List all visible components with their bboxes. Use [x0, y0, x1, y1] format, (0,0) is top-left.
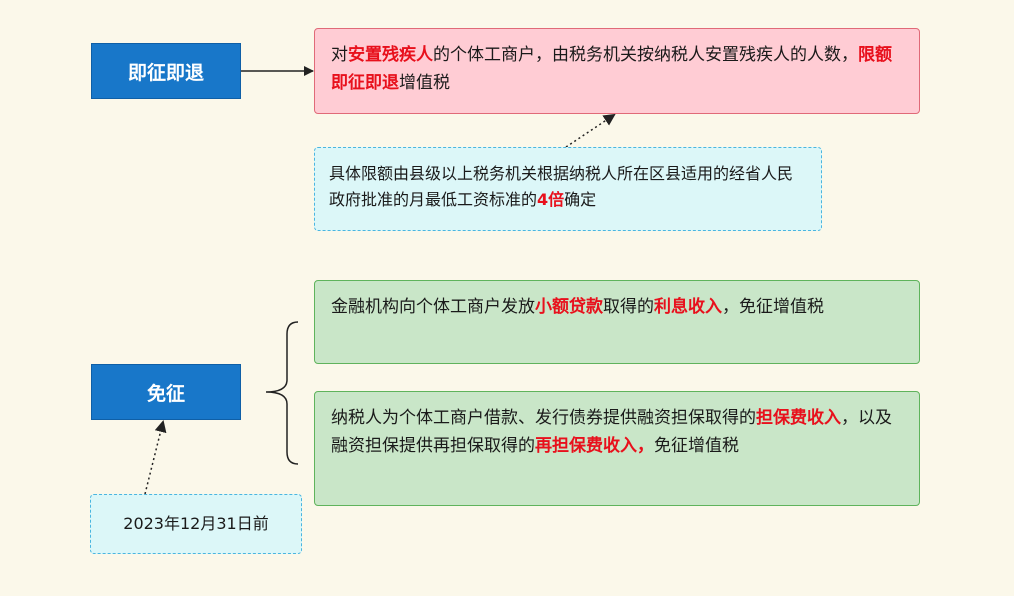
label-jizheng-jitui-text: 即征即退	[127, 61, 204, 84]
card3-text-1: 纳税人为个体工商户借款、发行债券提供融资担保取得的	[331, 408, 756, 428]
card-disabled-employment: 对安置残疾人的个体工商户，由税务机关按纳税人安置残疾人的人数，限额即征即退增值税	[314, 28, 920, 114]
card3-text-2: ，以及融资担保提供再担保取得的	[331, 408, 892, 456]
note1-highlight: 4倍	[537, 190, 565, 209]
card1-text-3: 增值税	[399, 73, 450, 93]
note1-text-2: 确定	[564, 190, 597, 209]
card-microloan-interest: 金融机构向个体工商户发放小额贷款取得的利息收入，免征增值税	[314, 280, 920, 364]
note-deadline-text: 2023年12月31日前	[123, 514, 269, 533]
label-mianzheng: 免征	[91, 364, 241, 420]
card2-text-1: 金融机构向个体工商户发放	[331, 297, 535, 317]
card1-highlight-1: 安置残疾人	[348, 45, 433, 65]
card3-highlight-1: 担保费收入	[756, 408, 841, 428]
arrow-note1-to-card	[565, 113, 616, 148]
note-deadline: 2023年12月31日前	[90, 494, 302, 554]
card1-text-2: 的个体工商户，由税务机关按纳税人安置残疾人的人数，	[433, 45, 858, 65]
card-guarantee-fee: 纳税人为个体工商户借款、发行债券提供融资担保取得的担保费收入，以及融资担保提供再…	[314, 391, 920, 506]
card1-text-1: 对	[331, 45, 348, 65]
arrow-note2-to-mianzheng	[144, 420, 167, 495]
card2-highlight-2: 利息收入	[654, 297, 722, 317]
card2-text-2: 取得的	[603, 297, 654, 317]
note-limit-standard: 具体限额由县级以上税务机关根据纳税人所在区县适用的经省人民政府批准的月最低工资标…	[314, 147, 822, 231]
brace	[265, 321, 299, 465]
card2-highlight-1: 小额贷款	[535, 297, 603, 317]
card1-highlight-2: 限额即征即退	[331, 45, 892, 93]
label-jizheng-jitui: 即征即退	[91, 43, 241, 99]
card2-text-3: ，免征增值税	[722, 297, 824, 317]
card3-highlight-2: 再担保费收入，	[535, 436, 654, 456]
card3-text-3: 免征增值税	[654, 436, 739, 456]
label-mianzheng-text: 免征	[146, 382, 185, 405]
note1-text-1: 具体限额由县级以上税务机关根据纳税人所在区县适用的经省人民政府批准的月最低工资标…	[329, 164, 794, 209]
